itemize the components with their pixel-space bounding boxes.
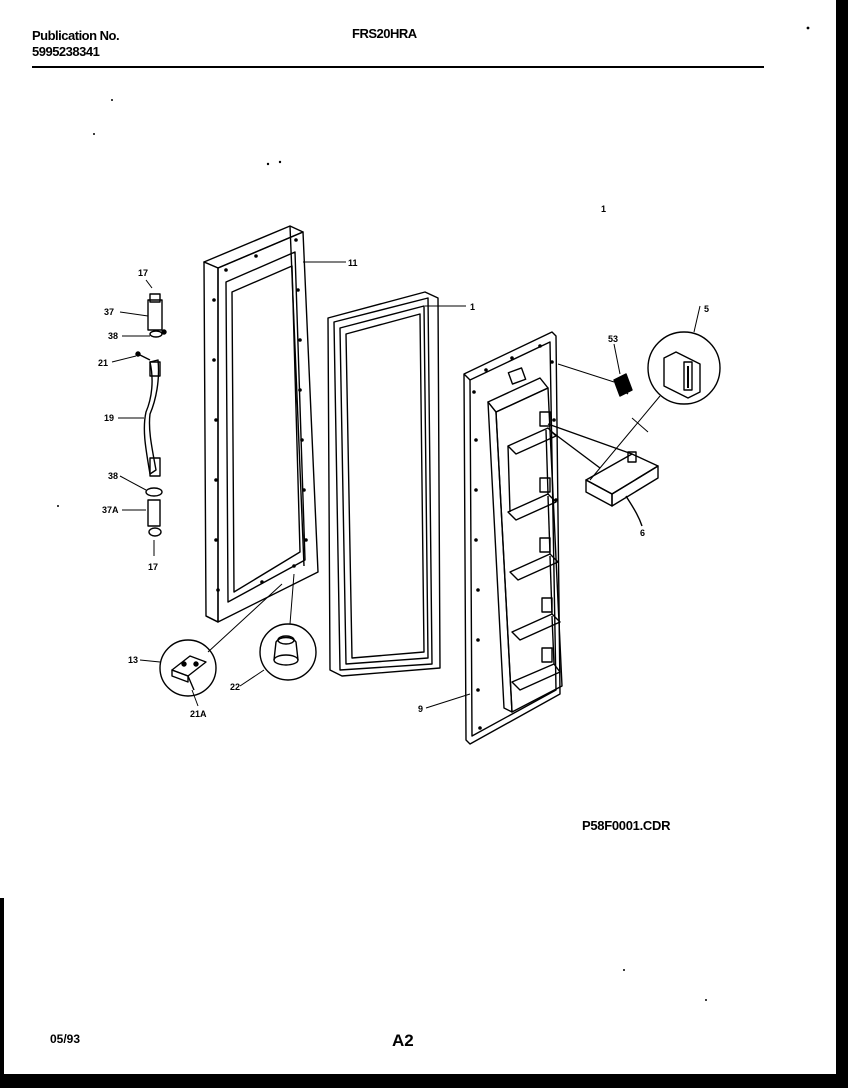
page-code: A2 [392,1031,414,1050]
callout-9: 9 [418,704,423,714]
shelf-bar-part [547,417,659,527]
callout-5: 5 [704,304,709,314]
callout-37a: 37A [102,505,119,515]
detail-circle-22 [239,573,317,687]
model-number: FRS20HRA [352,26,417,41]
scan-border-left [0,898,4,1074]
screw-part [557,343,633,397]
callout-37: 37 [104,307,114,317]
header-rule [32,66,764,68]
callout-1: 1 [470,302,475,312]
publication-number: 5995238341 [32,44,100,59]
callout-21: 21 [98,358,108,368]
callout-21a: 21A [190,709,207,719]
revision-date: 05/93 [50,1032,81,1046]
callout-13: 13 [128,655,138,665]
callout-11: 11 [348,258,358,268]
callout-53: 53 [608,334,618,344]
publication-label: Publication No. [32,28,120,43]
callout-6: 6 [640,528,645,538]
callout-22: 22 [230,682,240,692]
callout-38-bottom: 38 [108,471,118,481]
scan-border-bottom [0,1074,848,1088]
detail-circle-5 [589,305,721,481]
handle-assembly [111,279,167,556]
drawing-filename: P58F0001.CDR [582,818,671,833]
callout-19: 19 [104,413,114,423]
callout-38-top: 38 [108,331,118,341]
door-frame-part [203,225,346,623]
scan-border-right [836,0,848,1088]
door-gasket-part [327,291,466,677]
door-panel-part [425,331,563,745]
callout-17-bottom: 17 [148,562,158,572]
callout-17-top: 17 [138,268,148,278]
detail-circle-13 [139,583,283,707]
callout-1-top: 1 [601,204,606,214]
